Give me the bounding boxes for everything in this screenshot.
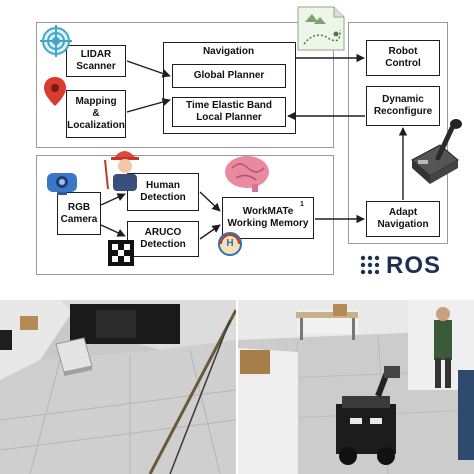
aruco-marker-icon (108, 240, 134, 266)
workmate-footnote-mark: 1 (300, 201, 304, 208)
arrow-human-to-workmate (199, 191, 221, 212)
map-pin-icon (44, 77, 66, 106)
joystick-icon (411, 119, 462, 184)
robot-lab-photo (238, 300, 474, 474)
aruco-detection-box: ARUCO Detection (127, 221, 199, 257)
map-icon (297, 6, 345, 51)
human-detection-box: Human Detection (127, 173, 199, 211)
arrow-lidar-to-global (126, 60, 171, 78)
arrow-camera-to-aruco (100, 224, 126, 237)
worker-icon (104, 151, 139, 191)
workmate-box: WorkMATe Working Memory (222, 197, 314, 239)
photo-right (238, 300, 474, 474)
webcam-icon (47, 173, 77, 195)
navigation-title: Navigation (202, 46, 255, 57)
arrow-mapping-to-navigation (126, 97, 171, 113)
dynamic-reconfigure-box: Dynamic Reconfigure (366, 86, 440, 126)
h-badge-label: H (226, 238, 234, 249)
mapping-localization-box: Mapping & Localization (66, 90, 126, 138)
teb-local-planner-box: Time Elastic Band Local Planner (172, 97, 286, 127)
brain-icon (225, 156, 269, 192)
photo-left (0, 300, 236, 474)
rgb-camera-box: RGB Camera (57, 192, 101, 235)
arrow-camera-to-human (100, 193, 126, 206)
h-badge-icon (218, 232, 242, 256)
global-planner-box: Global Planner (172, 64, 286, 88)
robot-control-box: Robot Control (366, 40, 440, 76)
lidar-target-icon (40, 25, 72, 57)
arrow-aruco-to-workmate (199, 224, 221, 240)
ros-logo-text: ROS (386, 252, 442, 279)
lab-overhead-photo (0, 300, 236, 474)
adapt-navigation-box: Adapt Navigation (366, 201, 440, 237)
lidar-scanner-box: LIDAR Scanner (66, 45, 126, 77)
